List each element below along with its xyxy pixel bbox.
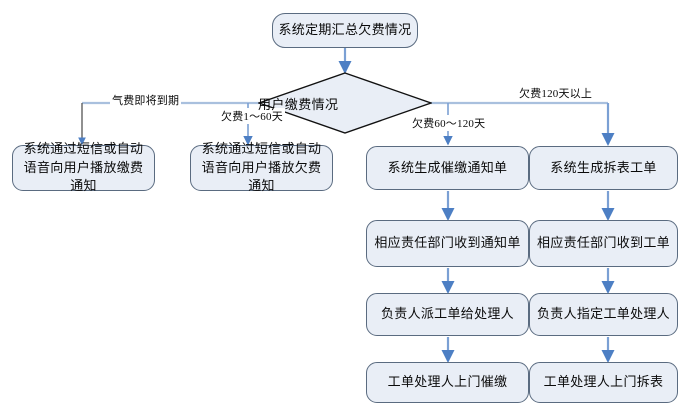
node-col3-step3-label: 负责人派工单给处理人 <box>380 306 514 322</box>
branch-label-4: 欠费120天以上 <box>517 85 595 101</box>
node-col4-step2[interactable]: 相应责任部门收到工单 <box>529 220 678 267</box>
node-col3-step3[interactable]: 负责人派工单给处理人 <box>366 293 529 336</box>
node-col4-step1[interactable]: 系统生成拆表工单 <box>529 146 678 190</box>
node-col4-step1-label: 系统生成拆表工单 <box>550 159 657 175</box>
node-col3-step4-label: 工单处理人上门催缴 <box>387 374 508 390</box>
node-col1-step1-label: 系统通过短信或自动语音向用户播放缴费通知 <box>23 141 144 194</box>
node-col3-step4[interactable]: 工单处理人上门催缴 <box>366 362 529 403</box>
branch-label-2: 欠费1～60天 <box>219 108 285 124</box>
node-col3-step2[interactable]: 相应责任部门收到通知单 <box>366 220 529 267</box>
node-decision[interactable]: 用户缴费情况 <box>258 72 432 134</box>
node-col2-step1-label: 系统通过短信或自动语音向用户播放欠费通知 <box>201 141 322 194</box>
diamond-shape <box>258 72 432 134</box>
node-col4-step2-label: 相应责任部门收到工单 <box>536 235 670 251</box>
node-col4-step3-label: 负责人指定工单处理人 <box>536 306 670 322</box>
node-col3-step1[interactable]: 系统生成催缴通知单 <box>366 146 529 190</box>
node-start-label: 系统定期汇总欠费情况 <box>278 22 412 38</box>
branch-label-3: 欠费60～120天 <box>410 115 488 131</box>
node-col4-step4[interactable]: 工单处理人上门拆表 <box>529 362 678 403</box>
node-col3-step2-label: 相应责任部门收到通知单 <box>374 235 521 251</box>
node-start[interactable]: 系统定期汇总欠费情况 <box>272 13 418 48</box>
node-col4-step3[interactable]: 负责人指定工单处理人 <box>529 293 678 336</box>
node-col1-step1[interactable]: 系统通过短信或自动语音向用户播放缴费通知 <box>12 141 155 193</box>
node-col3-step1-label: 系统生成催缴通知单 <box>387 159 508 175</box>
node-decision-label: 用户缴费情况 <box>258 96 339 112</box>
branch-label-1: 气费即将到期 <box>110 92 182 108</box>
node-col2-step1[interactable]: 系统通过短信或自动语音向用户播放欠费通知 <box>190 141 333 193</box>
node-col4-step4-label: 工单处理人上门拆表 <box>543 374 664 390</box>
